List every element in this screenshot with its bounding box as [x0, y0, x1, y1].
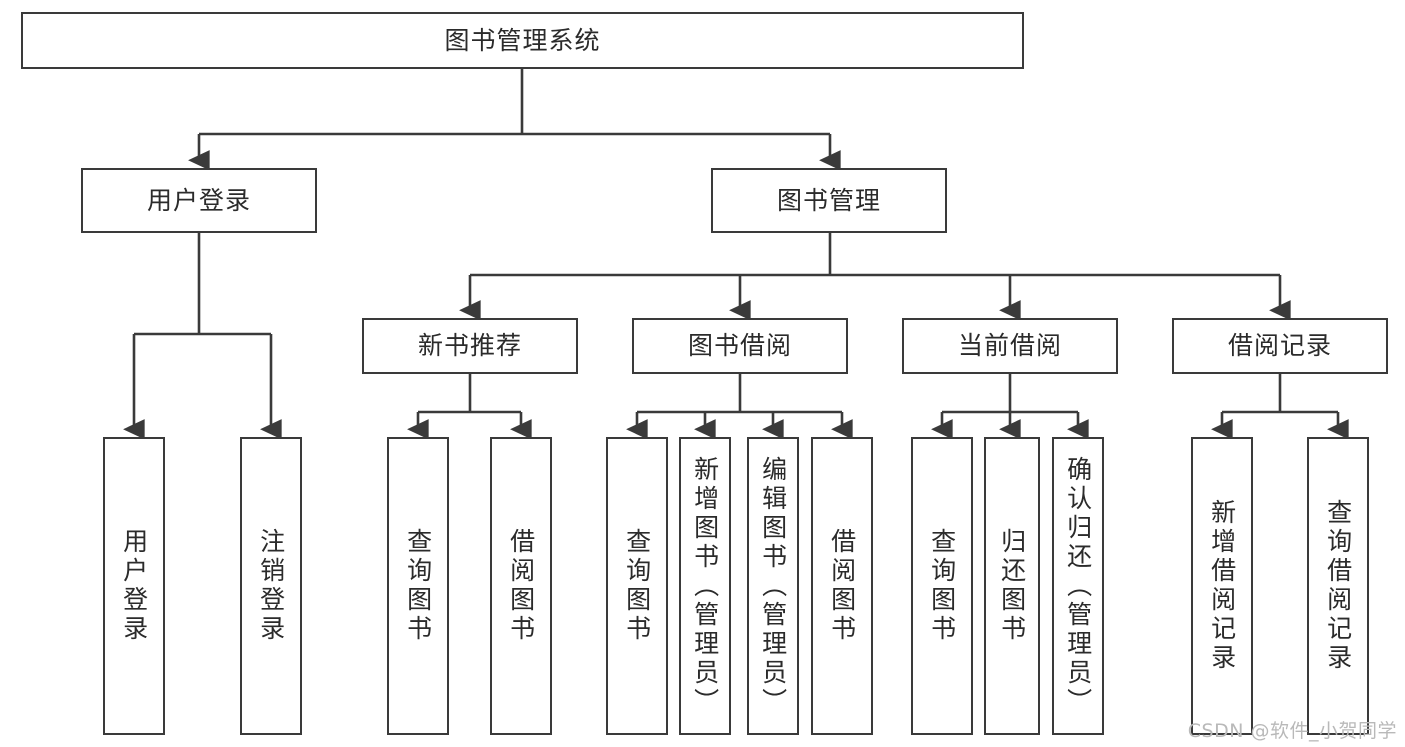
leaf-query-book-new[interactable]: 查询图书 [387, 437, 449, 735]
node-label: 编辑图书（管理员） [758, 455, 788, 717]
node-label: 查询图书 [622, 528, 652, 644]
node-label: 借阅图书 [506, 528, 536, 644]
node-borrow-records[interactable]: 借阅记录 [1172, 318, 1388, 374]
leaf-return-book[interactable]: 归还图书 [984, 437, 1040, 735]
node-label: 用户登录 [146, 185, 251, 215]
node-user-login[interactable]: 用户登录 [81, 168, 317, 233]
node-label: 新增图书（管理员） [690, 455, 720, 717]
node-label: 确认归还（管理员） [1063, 455, 1093, 717]
node-book-borrowing[interactable]: 图书借阅 [632, 318, 848, 374]
node-label: 借阅图书 [827, 528, 857, 644]
node-label: 注销登录 [256, 528, 286, 644]
node-current-borrowing[interactable]: 当前借阅 [902, 318, 1118, 374]
node-new-book-recommendation[interactable]: 新书推荐 [362, 318, 578, 374]
leaf-user-login[interactable]: 用户登录 [103, 437, 165, 735]
leaf-logout[interactable]: 注销登录 [240, 437, 302, 735]
node-label: 新书推荐 [417, 331, 522, 361]
node-label: 当前借阅 [957, 331, 1062, 361]
node-book-management[interactable]: 图书管理 [711, 168, 947, 233]
node-label: 归还图书 [997, 528, 1027, 644]
leaf-add-borrow-record[interactable]: 新增借阅记录 [1191, 437, 1253, 735]
leaf-borrow-book[interactable]: 借阅图书 [811, 437, 873, 735]
node-label: 新增借阅记录 [1207, 499, 1237, 673]
node-label: 查询借阅记录 [1323, 499, 1353, 673]
leaf-add-book-admin[interactable]: 新增图书（管理员） [679, 437, 731, 735]
node-label: 用户登录 [119, 528, 149, 644]
node-label: 图书管理 [776, 185, 881, 215]
node-label: 查询图书 [403, 528, 433, 644]
leaf-query-book-borrow[interactable]: 查询图书 [606, 437, 668, 735]
node-label: 图书管理系统 [444, 25, 601, 55]
leaf-confirm-return-admin[interactable]: 确认归还（管理员） [1052, 437, 1104, 735]
watermark: CSDN @软件_小贺同学 [1187, 720, 1397, 742]
leaf-borrow-book-new[interactable]: 借阅图书 [490, 437, 552, 735]
node-label: 借阅记录 [1227, 331, 1332, 361]
node-label: 图书借阅 [687, 331, 792, 361]
leaf-edit-book-admin[interactable]: 编辑图书（管理员） [747, 437, 799, 735]
leaf-query-book-current[interactable]: 查询图书 [911, 437, 973, 735]
node-label: 查询图书 [927, 528, 957, 644]
node-root-book-management-system[interactable]: 图书管理系统 [21, 12, 1024, 69]
leaf-query-borrow-record[interactable]: 查询借阅记录 [1307, 437, 1369, 735]
